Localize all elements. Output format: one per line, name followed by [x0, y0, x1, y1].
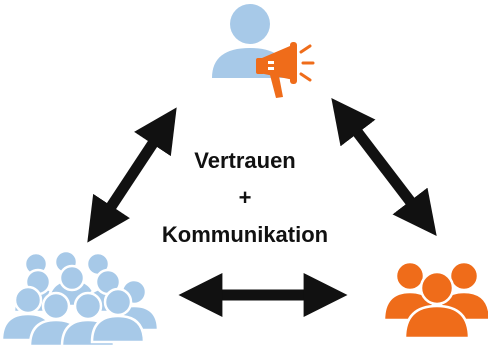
label-plus: + [238, 185, 252, 210]
person-megaphone-icon [212, 4, 315, 98]
arrow-speaker-crowd [87, 107, 177, 243]
crowd-icon [0, 249, 160, 348]
arrow-speaker-team [331, 98, 437, 236]
group-icon [382, 260, 488, 340]
megaphone-icon [256, 42, 315, 98]
label-vertrauen: Vertrauen [194, 148, 296, 173]
label-kommunikation: Kommunikation [161, 222, 329, 247]
